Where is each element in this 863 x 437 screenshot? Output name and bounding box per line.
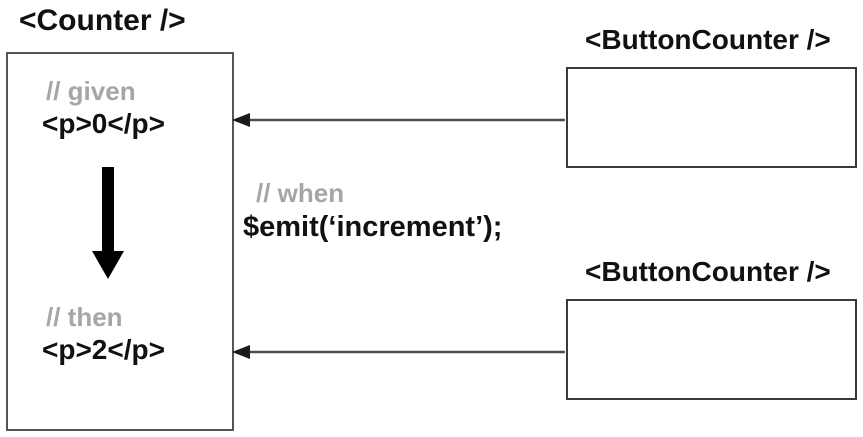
then-code-markup: <p>2</p> — [42, 334, 165, 365]
then-comment-label: // then — [46, 302, 123, 332]
button-counter-box-bottom — [566, 299, 857, 400]
given-code-markup: <p>0</p> — [42, 108, 165, 139]
counter-component-box — [6, 52, 234, 431]
button-counter-box-top — [566, 67, 857, 168]
button-counter-title-top: <ButtonCounter /> — [585, 24, 831, 55]
given-comment-label: // given — [46, 76, 136, 106]
emit-arrow-bottom-icon — [232, 345, 565, 359]
counter-component-title: <Counter /> — [19, 4, 186, 37]
when-comment-label: // when — [256, 178, 345, 208]
emit-increment-code: $emit(‘increment’); — [243, 211, 503, 243]
button-counter-title-bottom: <ButtonCounter /> — [585, 256, 831, 287]
emit-arrow-top-icon — [232, 113, 565, 127]
